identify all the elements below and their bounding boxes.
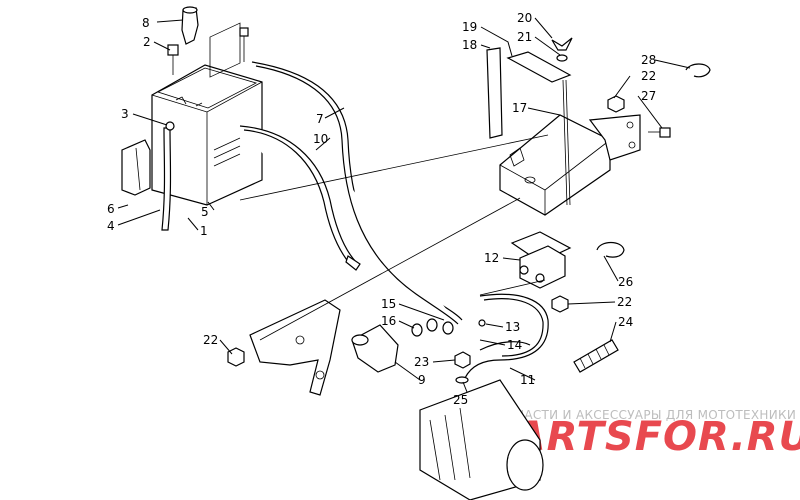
callout-5: 5 <box>201 205 209 219</box>
callout-13: 13 <box>505 320 520 334</box>
reference-line <box>259 197 521 341</box>
tray-bracket <box>486 47 503 139</box>
callout-12: 12 <box>484 251 499 265</box>
nut-15b <box>442 321 454 335</box>
callout-8: 8 <box>142 16 150 30</box>
callout-6: 6 <box>107 202 115 216</box>
callout-25: 25 <box>453 393 468 407</box>
retaining-clip <box>685 63 711 78</box>
battery <box>151 22 263 206</box>
starter-boot <box>351 324 399 373</box>
vent-tube <box>161 127 172 231</box>
hold-down-rod <box>562 79 568 206</box>
callout-17: 17 <box>512 101 527 115</box>
reference-line <box>239 134 549 201</box>
callout-28: 28 <box>641 53 656 67</box>
callout-21: 21 <box>517 30 532 44</box>
hold-down-strap <box>506 51 572 83</box>
callout-7: 7 <box>316 112 324 126</box>
nut-16 <box>411 323 423 337</box>
spring <box>573 339 619 373</box>
reference-line <box>479 279 546 296</box>
callout-labels: 8 2 3 6 4 5 1 7 10 19 18 20 21 28 22 27 … <box>107 11 656 407</box>
starter-cable <box>479 341 531 351</box>
callout-11: 11 <box>520 373 535 387</box>
callout-19: 19 <box>462 20 477 34</box>
callout-10: 10 <box>313 132 328 146</box>
callout-9: 9 <box>418 373 426 387</box>
terminal-bolt <box>167 44 179 75</box>
solenoid-cable <box>464 293 549 379</box>
negative-cable <box>239 125 361 271</box>
tray-nut <box>607 95 625 113</box>
callout-2: 2 <box>143 35 151 49</box>
callout-22-frame: 22 <box>203 333 218 347</box>
callout-1: 1 <box>200 224 208 238</box>
callout-14: 14 <box>507 338 522 352</box>
callout-18: 18 <box>462 38 477 52</box>
callout-24: 24 <box>618 315 633 329</box>
callout-3: 3 <box>121 107 129 121</box>
positive-cable <box>251 61 463 325</box>
washer <box>556 54 568 62</box>
callout-4: 4 <box>107 219 115 233</box>
solenoid-nut <box>551 295 569 313</box>
vent-fitting <box>165 121 175 131</box>
washer-13 <box>478 319 486 327</box>
callout-27: 27 <box>641 89 656 103</box>
watermark-tagline: ЗАПЧАСТИ И АКСЕССУАРЫ ДЛЯ МОТОТЕХНИКИ <box>490 408 796 422</box>
starter-solenoid <box>510 231 572 289</box>
callout-15: 15 <box>381 297 396 311</box>
callout-20: 20 <box>517 11 532 25</box>
cable-bolt <box>239 27 249 62</box>
nut-23 <box>454 351 471 369</box>
frame-bracket <box>249 299 341 396</box>
callout-26: 26 <box>618 275 633 289</box>
snap-ring <box>596 241 625 258</box>
washer-15 <box>426 318 438 332</box>
leader-lines <box>117 17 691 393</box>
wing-nut <box>551 37 573 51</box>
frame-nut <box>227 347 245 367</box>
callout-22-solenoid: 22 <box>617 295 632 309</box>
battery-guard-plate <box>121 139 151 196</box>
terminal-boot <box>181 6 199 45</box>
callout-23: 23 <box>414 355 429 369</box>
callout-22-tray: 22 <box>641 69 656 83</box>
starter-motor <box>419 379 544 500</box>
tray-bolt <box>648 127 671 138</box>
callout-16: 16 <box>381 314 396 328</box>
washer-25 <box>455 376 469 384</box>
